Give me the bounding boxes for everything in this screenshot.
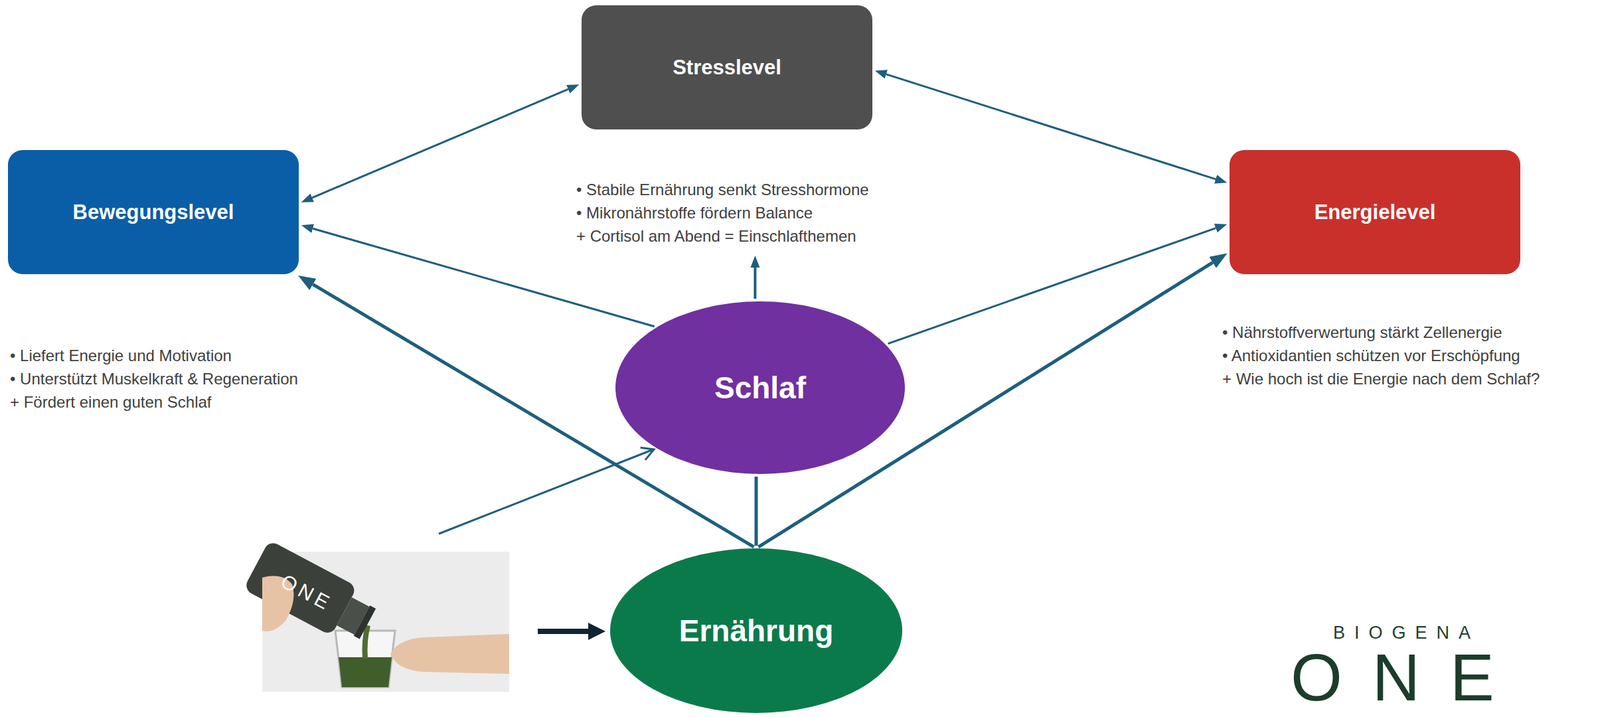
connector-arrow	[753, 267, 757, 299]
bullet-text: • Mikronährstoffe fördern Balance	[576, 201, 873, 225]
box-title: Energielevel	[1314, 200, 1437, 225]
bullet-text: • Antioxidantien schützen vor Erschöpfun…	[1222, 343, 1540, 368]
photo-to-nutrition-arrow	[537, 622, 606, 640]
photo-to-sleep-arrow	[438, 447, 654, 534]
bottle	[242, 539, 381, 648]
level-box: Energielevel	[1229, 150, 1521, 275]
hand-right	[390, 634, 510, 674]
connector-arrow	[888, 228, 1217, 344]
level-box: Stresslevel	[581, 5, 873, 130]
level-node: Energielevel • Nährstoffverwertung stärkt…	[1222, 150, 1540, 396]
level-node: Stresslevel • Stabile Ernährung senkt Str…	[576, 5, 873, 253]
brand-name: BIOGENA	[1333, 624, 1480, 642]
bullet-text: • Unterstützt Muskelkraft & Regeneration	[9, 367, 299, 391]
box-title: Bewegungslevel	[73, 200, 235, 225]
bullet-list: • Stabile Ernährung senkt Stresshormone•…	[576, 177, 873, 253]
connector-arrow	[754, 476, 759, 546]
level-node: Bewegungslevel • Liefert Energie und Moti…	[7, 150, 299, 419]
bullet-list: • Liefert Energie und Motivation• Unters…	[9, 343, 299, 419]
bullet-text: + Fördert einen guten Schlaf	[9, 390, 299, 414]
ellipse-fill	[615, 301, 905, 475]
green-drink	[338, 657, 392, 688]
level-box: Bewegungslevel	[7, 150, 299, 275]
bullet-text: • Stabile Ernährung senkt Stresshormone	[576, 177, 873, 202]
box-title: Stresslevel	[672, 55, 782, 80]
product-photo	[242, 539, 510, 692]
bullet-text: • Liefert Energie und Motivation	[9, 343, 299, 368]
bullet-text: + Cortisol am Abend = Einschlafthemen	[576, 224, 873, 248]
bullet-list: • Nährstoffverwertung stärkt Zellenergie…	[1222, 320, 1540, 396]
bullet-text: • Nährstoffverwertung stärkt Zellenergie	[1222, 320, 1540, 344]
ellipse-node: Schlaf	[615, 301, 905, 475]
ellipse-node: Ernährung	[610, 548, 903, 714]
ellipse-fill	[610, 548, 903, 714]
pour-stream	[365, 625, 369, 659]
bullet-text: + Wie hoch ist die Energie nach dem Schl…	[1222, 367, 1540, 391]
ellipse-title: Ernährung	[679, 612, 834, 649]
connector-arrow	[312, 88, 568, 198]
connector-arrow	[886, 74, 1216, 180]
ellipse-title: Schlaf	[714, 369, 806, 406]
brand-logo: ONE	[1290, 643, 1525, 711]
